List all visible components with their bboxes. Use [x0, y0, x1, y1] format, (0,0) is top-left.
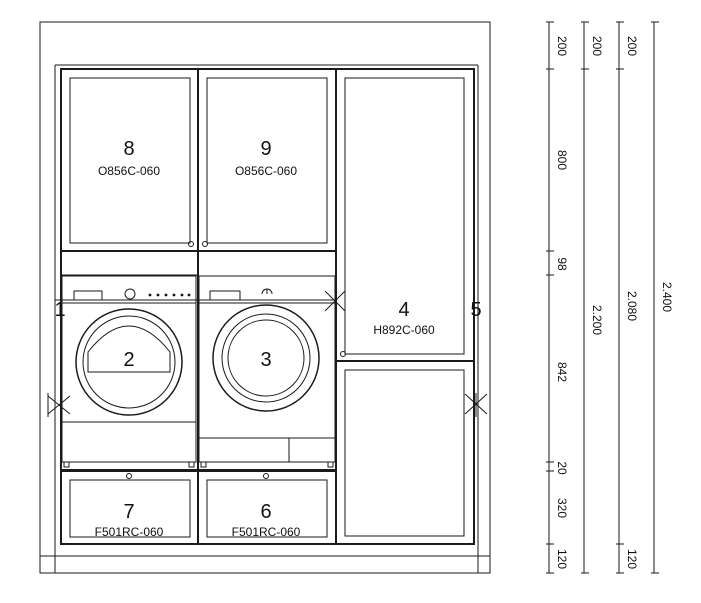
dimension-label: 842	[555, 362, 569, 382]
dimension-label: 200	[555, 36, 569, 56]
right-wall-anchor-icon	[464, 393, 488, 417]
tall-cabinet	[335, 68, 475, 545]
dimension-label: 320	[555, 498, 569, 518]
washing-machine	[61, 275, 197, 468]
control-dots-icon	[148, 293, 191, 297]
base-drawers	[60, 470, 337, 545]
dimension-column-1: 200 800 98 842 20 320 120	[546, 21, 569, 574]
unit-code: O856C-060	[235, 164, 297, 178]
dimension-label: 200	[625, 36, 639, 56]
dimension-label: 800	[555, 150, 569, 170]
unit-number: 4	[398, 299, 409, 321]
unit-code: O856C-060	[98, 164, 160, 178]
dryer	[198, 275, 336, 468]
unit-number: 8	[123, 138, 134, 160]
dimension-column-3: 200 2.080 120	[616, 21, 639, 574]
unit-code: F501RC-060	[232, 525, 301, 539]
drawer-knob-icon	[263, 473, 269, 479]
door-knob-icon	[188, 241, 194, 247]
unit-number: 9	[260, 138, 271, 160]
side-label-right: 5	[470, 299, 481, 321]
unit-number: 2	[123, 349, 134, 371]
unit-number: 6	[260, 501, 271, 523]
dimension-label: 2.400	[660, 282, 674, 312]
unit-code: F501RC-060	[95, 525, 164, 539]
dimension-label: 120	[625, 549, 639, 569]
dimension-label: 120	[555, 549, 569, 569]
washer-door-icon	[75, 308, 183, 416]
dimension-column-2: 200 2.200	[581, 21, 604, 574]
unit-number: 7	[123, 501, 134, 523]
dimension-label: 2.200	[590, 305, 604, 335]
side-panels	[47, 290, 488, 417]
left-wall-anchor-icon	[47, 393, 71, 417]
door-knob-icon	[340, 351, 346, 357]
dimension-label: 200	[590, 36, 604, 56]
dimension-column-4: 2.400	[651, 21, 674, 574]
unit-number: 3	[260, 349, 271, 371]
side-label-left: 1	[54, 299, 65, 321]
unit-code: H892C-060	[373, 323, 435, 337]
dryer-door-icon	[212, 304, 320, 412]
room-outline	[39, 21, 491, 574]
drawer-knob-icon	[126, 473, 132, 479]
unit-labels: 8 O856C-060 9 O856C-060 4 H892C-060 2 3 …	[54, 138, 481, 539]
dimension-label: 20	[555, 461, 569, 475]
door-knob-icon	[202, 241, 208, 247]
dimension-label: 2.080	[625, 291, 639, 321]
dimension-label: 98	[555, 257, 569, 271]
upper-cabinets	[60, 68, 337, 252]
